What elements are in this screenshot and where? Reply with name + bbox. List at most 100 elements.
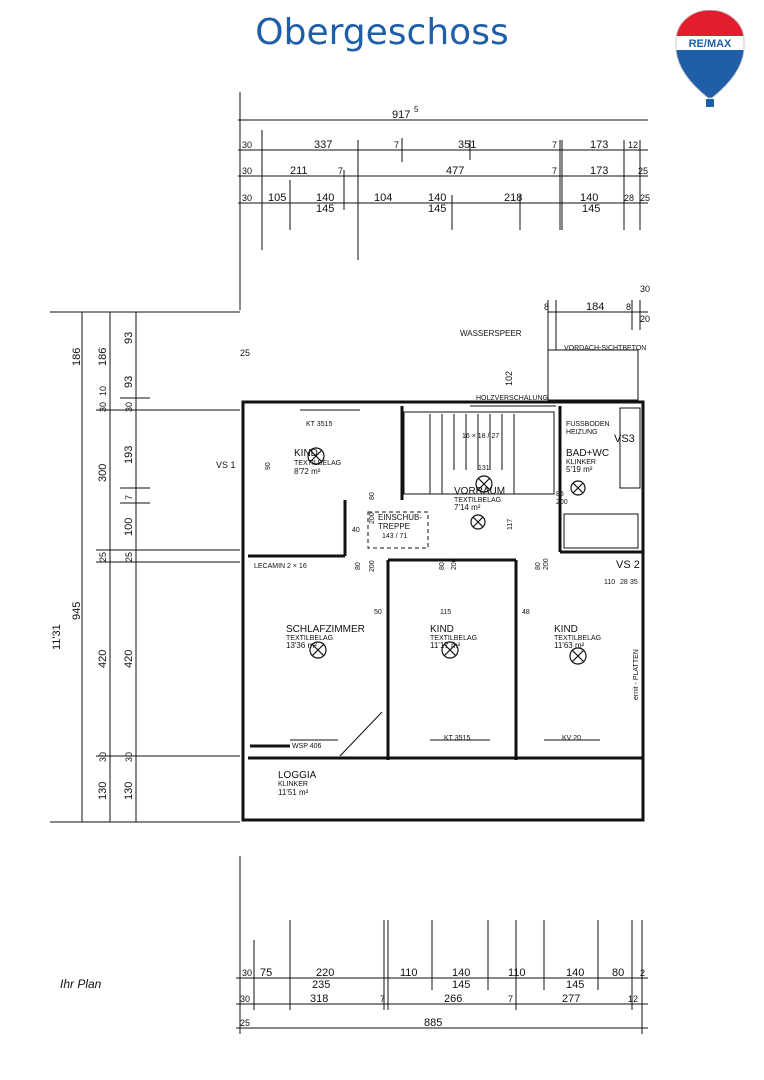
balloon-red-band [676,10,744,40]
bathtub [563,513,639,549]
label-vs3: VS3 [614,433,635,445]
dim-top-row1-5: 173 [590,139,608,151]
dim-left-outer-3: 130 [97,782,109,800]
dim-top-row1-3: 351 [458,139,476,151]
dim-bottom-row1-8: 2 [640,968,645,978]
balloon-white-band [676,36,744,50]
label-door-200-c: 200 [451,558,458,570]
page-title: Obergeschoss [255,12,509,53]
light-kind1-icon [307,447,325,465]
dim-top-row1-0: 30 [242,140,252,150]
balloon-blue-band [676,50,744,98]
dim-top-row3-4: 140 [428,192,446,204]
label-vs2: VS 2 [616,559,640,571]
dim-top-row1-4: 7 [552,140,557,150]
dim-top-row3-2: 140 [316,192,334,204]
stairwell [403,411,555,495]
dim-top-row2-5: 173 [590,165,608,177]
dim-bottom-row2-2: 7 [380,994,385,1004]
dim-left-inner-0: 93 [123,332,135,344]
dim-top-overall-sup: 5 [414,105,419,114]
label-vs1: VS 1 [216,460,236,470]
room-loggia-name: LOGGIA [278,770,317,781]
dim-upper-right-3: 30 [640,284,650,294]
dim-bottom-row1-6: 140 [566,967,584,979]
label-door-80-b: 80 [439,562,446,570]
einschub-treppe [367,511,429,549]
label-door-80-a: 80 [369,492,376,500]
label-vordach: VORDACH-SICHTBETON [564,345,646,352]
dim-top-row2-4: 7 [552,166,557,176]
label-door-200-d: 200 [543,558,550,570]
dim-left-inner-2: 93 [123,376,135,388]
dim-top-row3-3: 104 [374,192,392,204]
dim-bottom-row1-sub-2: 145 [566,979,584,991]
room-schlaf-floor: TEXTILBELAG [286,635,333,642]
room-kind3-floor: TEXTILBELAG [554,635,601,642]
label-door-80-c: 80 [535,562,542,570]
dim-left-total: 11'31 [51,624,63,650]
room-kind2-area: 11'17 m² [430,641,461,650]
dim-left-inner-7: 30 [124,752,134,762]
room-kind3-area: 11'63 m² [554,641,585,650]
dim-left-mid-3: 193 [123,446,135,464]
room-vorraum-name: VORRAUM [454,486,505,497]
dim-bottom-row1-sub-1: 145 [452,979,470,991]
dim-top-row3-1: 105 [268,192,286,204]
label-115: 115 [440,609,451,616]
dim-top-row2-0: 30 [242,166,252,176]
room-bad-area: 5'19 m² [566,465,593,474]
dim-upper-right-4: 20 [640,314,650,324]
room-kind1-floor: TEXTILBELAG [294,460,341,467]
dim-top-row3-5: 218 [504,192,522,204]
label-door-85: 85 [556,491,564,498]
remax-logo: RE/MAX [675,10,745,107]
label-110: 110 [604,579,615,586]
dim-left-outer-0: 186 [71,348,83,366]
dim-left-inner-5: 25 [124,552,134,562]
label-door-80-d: 80 [355,562,362,570]
outer-walls [241,400,645,822]
dim-top-row3-sub-0: 145 [316,203,334,215]
dim-upper-right-1: 184 [586,301,604,313]
dim-top-row3-6: 140 [580,192,598,204]
room-kind2-name: KIND [430,624,454,635]
dim-upper-right-2: 8 [626,302,631,312]
ceiling-lights [307,447,587,665]
dim-bottom-row1-5: 110 [508,967,526,979]
dim-left-mid-9: 130 [123,782,135,800]
room-bad-floor: KLINKER [566,459,596,466]
label-kv: KV 20 [562,735,581,742]
room-einschub-area: 143 / 71 [382,533,407,540]
dim-top-row3-sub-1: 145 [428,203,446,215]
room-vorraum-area: 7'14 m² [454,503,481,512]
dim-top-row2-6: 25 [638,166,648,176]
dim-top-row1-2: 7 [394,140,399,150]
room-kind1-area: 8'72 m² [294,467,321,476]
room-kind1-name: KIND [294,448,318,459]
dim-top-row3-7: 28 [624,193,634,203]
label-door-200-a: 200 [369,512,376,524]
label-131: 131 [478,465,490,472]
dim-left-mid-7: 420 [97,650,109,668]
logo-text: RE/MAX [689,38,732,50]
label-117: 117 [507,519,514,530]
dim-left-mid-4: 7 [124,495,134,500]
room-loggia-area: 11'51 m² [278,788,309,797]
dim-left-outer-2: 945 [71,602,83,620]
dim-bottom-overall: 885 [424,1017,442,1029]
dim-top-row3-8: 25 [640,193,650,203]
dim-left-inner-1: 30 [124,402,134,412]
label-heizung: HEIZUNG [566,429,598,436]
dim-top-row1-6: 12 [628,140,638,150]
room-kind3-name: KIND [554,624,578,635]
dim-top-row3-0: 30 [242,193,252,203]
room-vorraum-floor: TEXTILBELAG [454,497,501,504]
loggia-door [339,711,383,757]
room-einschub-name: EINSCHUB- [378,513,422,522]
dim-bottom-row1-2: 220 [316,967,334,979]
dim-bottom-row1-1: 75 [260,967,272,979]
dim-top-row3-sub-2: 145 [582,203,600,215]
dim-bottom-row2-3: 266 [444,993,462,1005]
